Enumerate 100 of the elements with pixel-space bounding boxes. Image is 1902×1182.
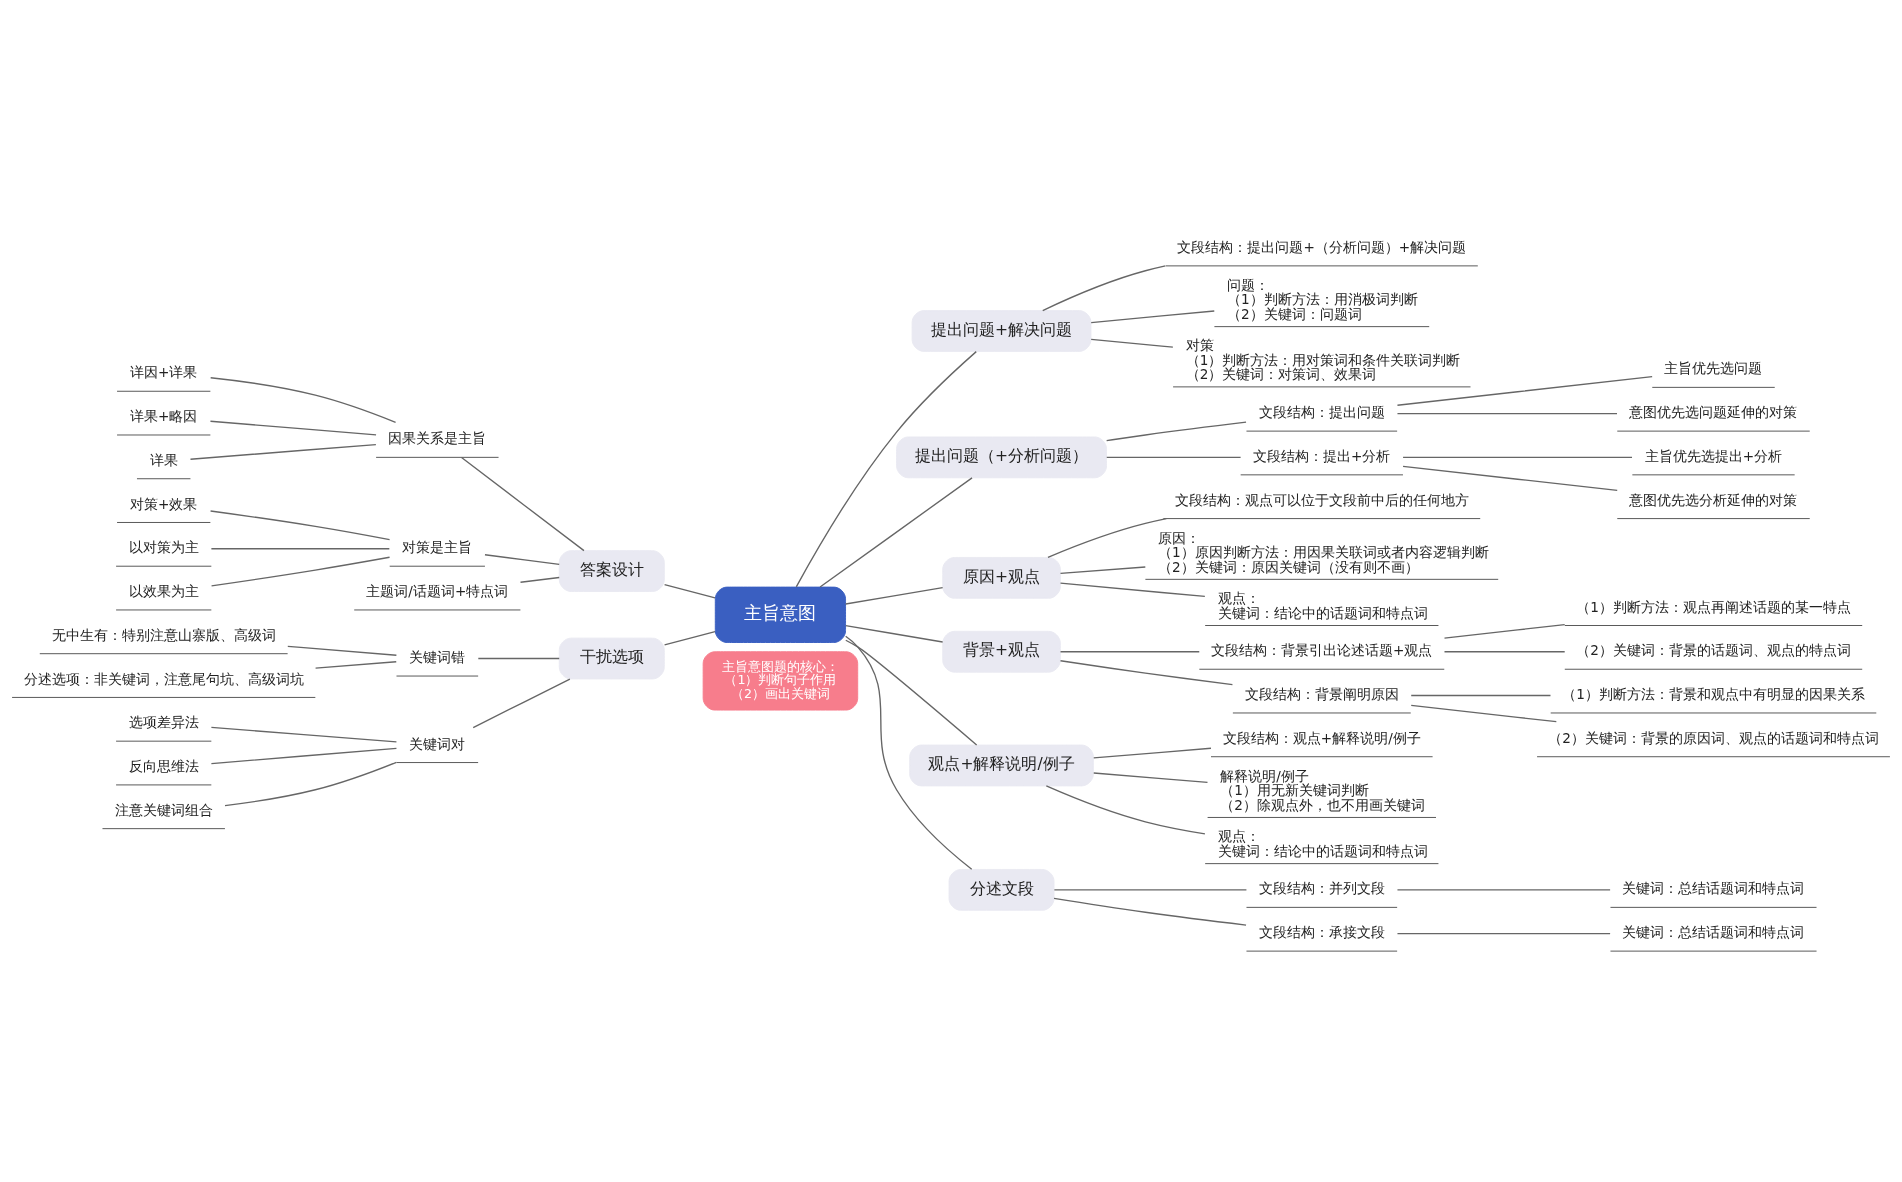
- connector: [1410, 704, 1557, 723]
- node-text: 观点： 关键词：结论中的话题词和特点词: [1217, 590, 1428, 621]
- connector: [287, 645, 398, 656]
- connector: [1045, 785, 1206, 835]
- connector: [819, 477, 973, 588]
- connector: [1093, 772, 1209, 784]
- node-text: 选项差异法: [128, 714, 199, 731]
- node-text: 因果关系是主旨: [388, 430, 487, 447]
- connector: [209, 420, 377, 436]
- node-text: 文段结构：观点+解释说明/例子: [1222, 729, 1421, 746]
- node-text: 对策+效果: [130, 495, 198, 512]
- connector: [210, 377, 397, 423]
- connector: [314, 661, 397, 669]
- connector: [1047, 518, 1168, 559]
- connector: [1059, 582, 1206, 598]
- connector: [1093, 747, 1212, 759]
- node-box: 干扰选项: [558, 637, 665, 680]
- node-text: 以对策为主: [128, 539, 199, 556]
- node-box: 提出问题+解决问题: [911, 310, 1092, 352]
- connector: [1053, 889, 1248, 891]
- node-box: 答案设计: [558, 550, 665, 592]
- connector: [210, 726, 398, 743]
- node-text: （1）判断方法：背景和观点中有明显的因果关系: [1562, 686, 1865, 703]
- node-box: 观点+解释说明/例子: [909, 744, 1094, 787]
- connector: [224, 761, 398, 807]
- node-text: 主题词/话题词+特点词: [366, 583, 509, 600]
- node-text: 关键词：总结话题词和特点词: [1622, 924, 1805, 941]
- node-text: 解释说明/例子 （1）用无新关键词判断 （2）除观点外，也不用画关键词: [1220, 767, 1425, 813]
- node-text: 详因+详果: [130, 364, 198, 381]
- node-box: 主旨意图: [714, 586, 847, 643]
- node-text: 文段结构：提出问题: [1258, 404, 1385, 421]
- node-text: 文段结构：背景阐明原因: [1244, 686, 1399, 703]
- connector: [1105, 421, 1247, 442]
- connector: [845, 624, 944, 643]
- node-text: 观点： 关键词：结论中的话题词和特点词: [1217, 828, 1428, 860]
- connector: [1059, 566, 1146, 575]
- node-text: 意图优先选问题延伸的对策: [1629, 404, 1798, 421]
- connector: [460, 456, 585, 552]
- node-text: 文段结构：提出问题+（分析问题）+解决问题: [1177, 238, 1467, 255]
- connector: [472, 678, 571, 729]
- connector: [1053, 897, 1247, 926]
- connector: [1396, 932, 1611, 935]
- node-text: 主旨优先选问题: [1664, 360, 1763, 377]
- node-text: 反向思维法: [128, 758, 199, 775]
- node-text: 文段结构：并列文段: [1258, 880, 1385, 897]
- connector: [663, 584, 716, 599]
- node-text: 详果+略因: [130, 408, 198, 425]
- node-text: 分述选项：非关键词，注意尾句坑、高级词坑: [23, 670, 304, 687]
- connector: [1059, 660, 1234, 686]
- node-text: （2）关键词：背景的原因词、观点的话题词和特点词: [1548, 729, 1879, 746]
- node-box: 背景+观点: [942, 630, 1061, 673]
- connector: [210, 548, 390, 550]
- node-text: 注意关键词组合: [114, 801, 213, 818]
- node-text: 原因： （1）原因判断方法：用因果关联词或者内容逻辑判断 （2）关键词：原因关键词（没有则不画）: [1158, 529, 1489, 575]
- node-text: 以效果为主: [128, 583, 199, 600]
- node-text: 意图优先选分析延伸的对策: [1629, 491, 1798, 508]
- connector: [1396, 412, 1618, 415]
- connector: [1402, 465, 1618, 492]
- connector: [1106, 456, 1242, 459]
- node-text: 关键词：总结话题词和特点词: [1622, 880, 1805, 897]
- node-text: 关键词对: [409, 735, 466, 752]
- connector: [1042, 265, 1167, 312]
- node-box: 提出问题（+分析问题）: [896, 436, 1107, 479]
- node-text: 文段结构：背景引出论述话题+观点: [1211, 642, 1433, 659]
- connector: [1410, 694, 1552, 697]
- node-text: （2）关键词：背景的话题词、观点的特点词: [1576, 642, 1851, 659]
- connector: [1059, 651, 1200, 653]
- connector: [1090, 338, 1174, 348]
- connector: [484, 554, 560, 566]
- node-text: 无中生有：特别注意山寨版、高级词: [51, 626, 276, 643]
- connector: [210, 747, 398, 765]
- node-box: 原因+观点: [942, 557, 1061, 599]
- node-text: 主旨优先选提出+分析: [1644, 447, 1783, 464]
- node-text: 文段结构：观点可以位于文段前中后的任何地方: [1174, 491, 1469, 508]
- connector: [210, 556, 391, 587]
- node-text: 对策是主旨: [402, 539, 473, 556]
- connector: [1443, 651, 1566, 653]
- connector: [477, 657, 560, 660]
- connector: [845, 635, 973, 870]
- node-text: 关键词错: [409, 649, 466, 666]
- node-text: 详果: [149, 451, 178, 468]
- connector: [1090, 310, 1215, 324]
- connector: [519, 576, 560, 583]
- connector: [1402, 456, 1633, 459]
- node-text: 对策 （1）判断方法：用对策词和条件关联词判断 （2）关键词：对策词、效果词: [1185, 337, 1461, 383]
- node-text: （1）判断方法：观点再阐述话题的某一特点: [1576, 598, 1851, 615]
- connector: [189, 443, 377, 460]
- node-box: 主旨意图题的核心： （1）判断句子作用 （2）画出关键词: [702, 651, 859, 711]
- connector: [1396, 889, 1611, 891]
- connector: [663, 631, 716, 646]
- connector: [795, 350, 977, 588]
- node-text: 文段结构：承接文段: [1258, 924, 1385, 941]
- connector: [1396, 375, 1653, 406]
- node-text: 文段结构：提出+分析: [1253, 447, 1391, 464]
- connector: [1443, 623, 1566, 639]
- node-text: 问题： （1）判断方法：用消极词判断 （2）关键词：问题词: [1227, 276, 1418, 323]
- node-box: 分述文段: [948, 869, 1055, 911]
- connector: [209, 510, 391, 541]
- connector: [845, 586, 944, 605]
- connector: [845, 639, 978, 746]
